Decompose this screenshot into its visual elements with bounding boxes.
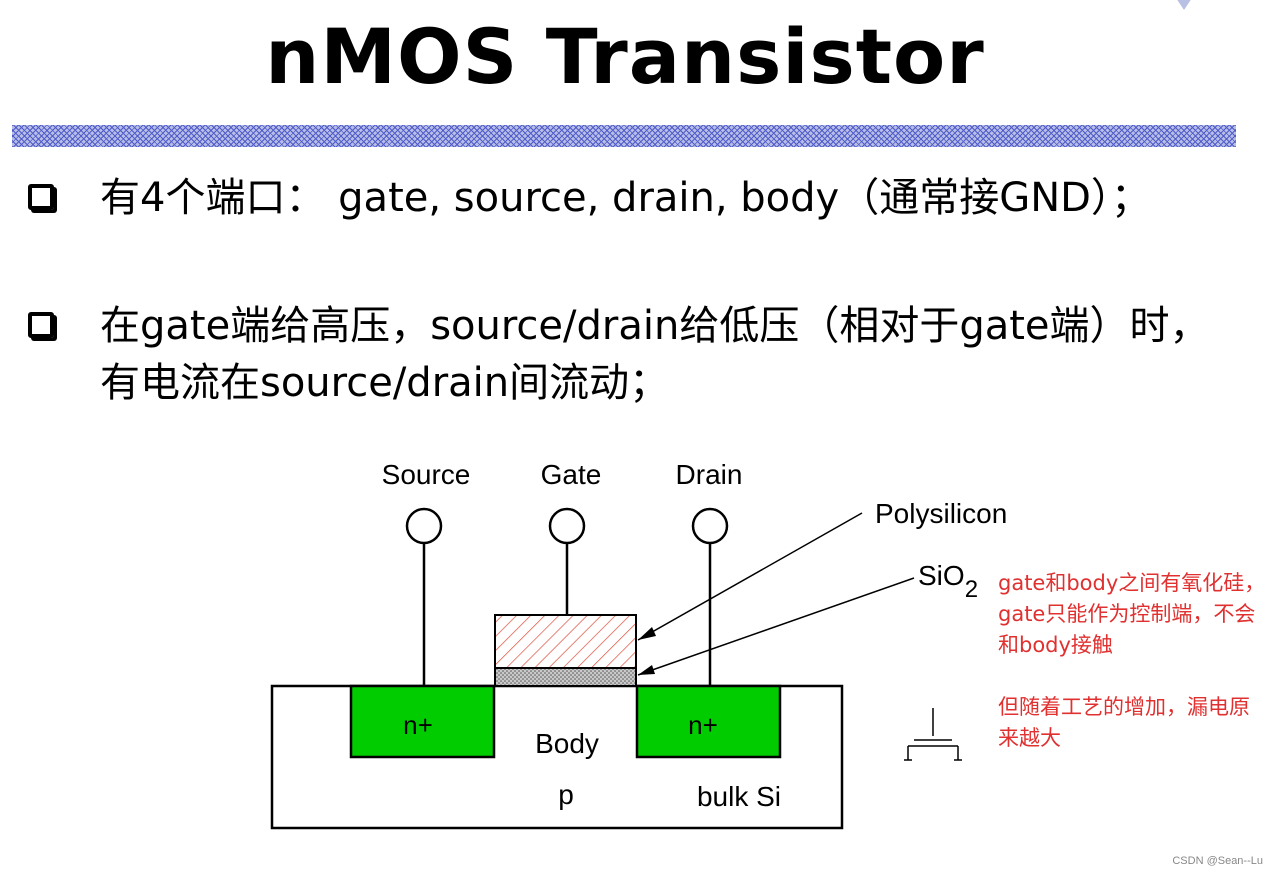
annotation-leakage-note: 但随着工艺的增加，漏电原来越大 bbox=[998, 695, 1250, 750]
source-label: Source bbox=[382, 459, 471, 490]
polysilicon-label: Polysilicon bbox=[875, 498, 1007, 529]
p-label: p bbox=[558, 779, 574, 810]
polysilicon-pointer bbox=[637, 512, 863, 641]
sio2-arrowhead bbox=[638, 665, 655, 675]
bullet-text: 有4个端口： gate, source, drain, body（通常接GND）… bbox=[100, 175, 1151, 221]
corner-logo bbox=[1160, 0, 1220, 14]
n-plus-source-region bbox=[349, 684, 496, 759]
header-divider-bar bbox=[12, 125, 1236, 147]
polysilicon-arrowhead bbox=[638, 627, 656, 640]
body-label: Body bbox=[535, 728, 599, 759]
transistor-symbol-icon bbox=[904, 708, 962, 761]
drain-terminal bbox=[691, 507, 729, 545]
annotation-oxide-note: gate和body之间有氧化硅，gate只能作为控制端，不会和body接触 bbox=[998, 571, 1266, 657]
sio2-pointer bbox=[637, 577, 915, 676]
n-plus-left-label: n+ bbox=[403, 710, 433, 740]
drain-label: Drain bbox=[676, 459, 743, 490]
bulk-si-label: bulk Si bbox=[697, 781, 781, 812]
n-plus-drain-region bbox=[635, 684, 782, 759]
sio2-oxide-layer bbox=[494, 667, 637, 687]
watermark: CSDN @Sean--Lu bbox=[1172, 855, 1263, 867]
sio2-label: SiO2 bbox=[918, 560, 978, 603]
checkbox-bullet-icon bbox=[28, 312, 54, 338]
gate-terminal bbox=[548, 507, 586, 545]
gate-label: Gate bbox=[541, 459, 602, 490]
bullet-text: 在gate端给高压，source/drain给低压（相对于gate端）时，有电流… bbox=[100, 303, 1210, 406]
n-plus-right-label: n+ bbox=[688, 710, 718, 740]
slide-title: nMOS Transistor bbox=[265, 12, 985, 101]
polysilicon-hatch bbox=[494, 614, 637, 669]
source-terminal bbox=[405, 507, 443, 545]
checkbox-bullet-icon bbox=[28, 184, 54, 210]
